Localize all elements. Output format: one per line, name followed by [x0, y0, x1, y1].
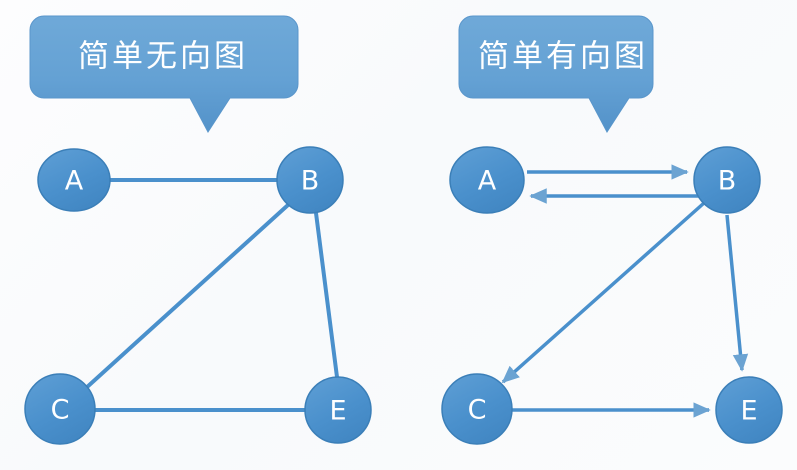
directed-edge-group	[501, 164, 749, 418]
node-a[interactable]: A	[449, 146, 525, 214]
node-a[interactable]: A	[37, 148, 111, 212]
node-b-label: B	[718, 166, 737, 197]
node-c[interactable]: C	[441, 373, 513, 445]
edge-b-e	[314, 211, 339, 379]
node-a-shape	[37, 148, 111, 212]
node-e-shape	[304, 376, 372, 444]
node-e-label: E	[740, 396, 757, 427]
node-b[interactable]: B	[693, 146, 761, 214]
node-a-label: A	[65, 166, 84, 197]
callout-label-undirected: 简单无向图	[78, 39, 248, 75]
callout-label-directed: 简单有向图	[478, 39, 648, 75]
panel-directed-graph: 简单有向图 A B	[399, 0, 797, 470]
node-c-shape	[441, 373, 513, 445]
node-e[interactable]: E	[715, 376, 783, 444]
edge-b-c	[84, 203, 290, 390]
edge-b-to-c	[501, 201, 706, 384]
node-b-label: B	[301, 166, 320, 197]
node-c[interactable]: C	[24, 373, 96, 445]
callout-bubble-shape	[29, 15, 299, 133]
node-a-shape	[449, 146, 525, 214]
node-c-shape	[24, 373, 96, 445]
edge-b-to-e	[725, 214, 749, 372]
node-e-label: E	[329, 396, 346, 427]
undirected-edge-group	[84, 178, 339, 412]
callout-directed: 简单有向图	[458, 15, 654, 133]
panel-undirected-graph: 简单无向图 A B C	[0, 0, 398, 470]
node-c-label: C	[51, 395, 70, 426]
callout-bubble-shape	[458, 15, 654, 133]
directed-node-group: A B C E	[441, 146, 783, 445]
node-a-label: A	[478, 166, 497, 197]
callout-undirected: 简单无向图	[29, 15, 299, 133]
undirected-node-group: A B C E	[24, 146, 372, 445]
node-e-shape	[715, 376, 783, 444]
node-b[interactable]: B	[276, 146, 344, 214]
node-b-shape	[693, 146, 761, 214]
directed-graph-canvas: 简单有向图 A B	[441, 15, 783, 445]
node-c-label: C	[468, 395, 487, 426]
undirected-graph-canvas: 简单无向图 A B C	[24, 15, 372, 445]
node-e[interactable]: E	[304, 376, 372, 444]
node-b-shape	[276, 146, 344, 214]
